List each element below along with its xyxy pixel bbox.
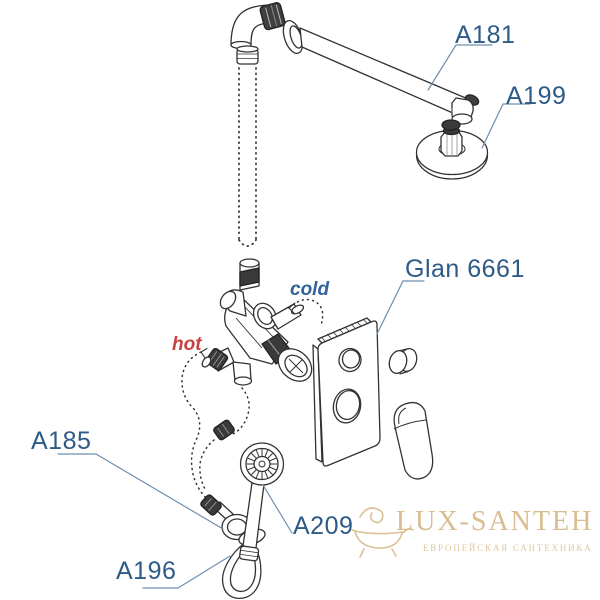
label-wall-elbow: A185 (31, 427, 92, 455)
label-valve-trim: Glan 6661 (405, 255, 525, 283)
flow-arrows (200, 302, 296, 359)
hand-shower-drawing (238, 442, 285, 562)
watermark-brand: LUX-SANTEH (396, 506, 594, 537)
flow-dotted-lines (181, 298, 324, 510)
trim-plate-drawing (312, 317, 381, 467)
label-bracket: A196 (116, 557, 177, 585)
a209-leader-line (262, 484, 293, 534)
a181-leader-line (427, 44, 493, 91)
label-shower-arm: A181 (455, 21, 516, 49)
watermark-tagline: ЕВРОПЕЙСКАЯ САНТЕХНИКА (423, 543, 593, 553)
label-hot-inlet: hot (172, 334, 202, 355)
riser-pipe-drawing (230, 2, 286, 247)
wall-elbow-drawing (200, 419, 253, 541)
a199-leader-line (481, 103, 531, 149)
a196-leader-line (142, 555, 231, 589)
leader-lines (57, 44, 531, 589)
lever-handle-drawing (393, 401, 434, 480)
a185-leader-line (57, 453, 224, 530)
glan-leader-line (376, 280, 425, 335)
label-hand-shower: A209 (293, 512, 354, 540)
label-cold-inlet: cold (290, 279, 330, 300)
shower-head-drawing (415, 108, 489, 180)
label-overhead-shower: A199 (506, 82, 567, 110)
watermark-bathtub-icon (351, 507, 414, 558)
trim-sleeve-drawing (388, 348, 418, 375)
mixer-valve-drawing (201, 258, 313, 386)
shower-arm-drawing (282, 19, 480, 125)
